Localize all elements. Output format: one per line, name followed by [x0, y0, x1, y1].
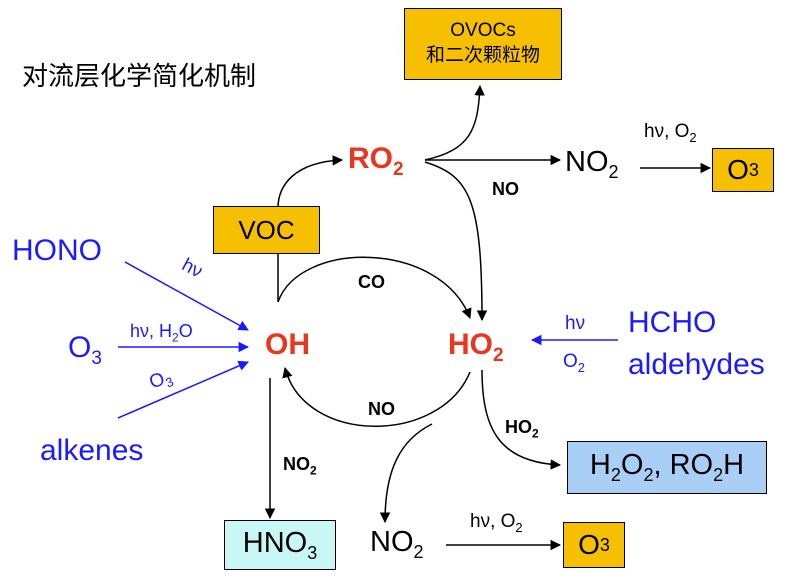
ovocs-line2: 和二次颗粒物 — [425, 45, 540, 66]
hv-o2-bottom-label: hν, O2 — [470, 511, 523, 535]
hv-o2-top-label: hν, O2 — [644, 121, 697, 145]
ro2-label: RO2 — [348, 142, 404, 180]
hcho-source: HCHO — [628, 306, 717, 339]
o3-bottom-sub: 3 — [599, 534, 610, 555]
arrow-oh-ho2-co — [277, 256, 472, 319]
h2o2-ro2h-box: H2O2, RO2H — [567, 441, 767, 494]
ho2-label: HO2 — [448, 328, 504, 366]
arrow-hono-oh — [124, 261, 249, 331]
aldehydes-source: aldehydes — [628, 348, 765, 381]
o3-bottom-text: O — [578, 529, 600, 560]
arrow-no-no2-bottom — [379, 423, 433, 524]
o3-source: O3 — [68, 331, 102, 369]
voc-box: VOC — [213, 206, 320, 254]
no2-bottom-label: NO2 — [370, 526, 424, 562]
hno3-text: HNO3 — [242, 526, 318, 563]
voc-text: VOC — [238, 214, 295, 245]
diagram-title: 对流层化学简化机制 — [22, 61, 257, 91]
no-ro2-label: NO — [492, 179, 519, 199]
arrow-alkenes-oh — [117, 360, 249, 419]
hno3-box: HNO3 — [224, 520, 336, 570]
o2-hcho-label: O2 — [563, 351, 586, 375]
o3-top-text: O — [727, 154, 749, 185]
no2-hno3-label: NO2 — [283, 454, 317, 478]
arrow-ro2-ovocs — [424, 84, 485, 161]
oh-label: OH — [265, 328, 310, 361]
co-label: CO — [358, 272, 385, 292]
arrow-ho2-h2o2 — [481, 369, 562, 470]
arrow-ho2-oh-no — [282, 366, 471, 427]
o3-top-sub: 3 — [748, 159, 759, 180]
ho2-h2o2-label: HO2 — [505, 417, 539, 441]
alkenes-source: alkenes — [40, 434, 144, 467]
no-cycle-label: NO — [368, 399, 395, 419]
ovocs-box: OVOCs 和二次颗粒物 — [404, 8, 562, 80]
hono-source: HONO — [12, 234, 102, 267]
arrow-ro2-ho2 — [424, 161, 488, 322]
h2o2-text: H2O2, RO2H — [589, 449, 745, 485]
hv-h2o-label: hν, H2O — [130, 321, 193, 345]
hv-hcho-label: hν — [565, 313, 586, 334]
no2-top-label: NO2 — [565, 146, 619, 182]
arrow-voc-ro2 — [277, 155, 344, 209]
ovocs-line1: OVOCs — [450, 20, 516, 42]
